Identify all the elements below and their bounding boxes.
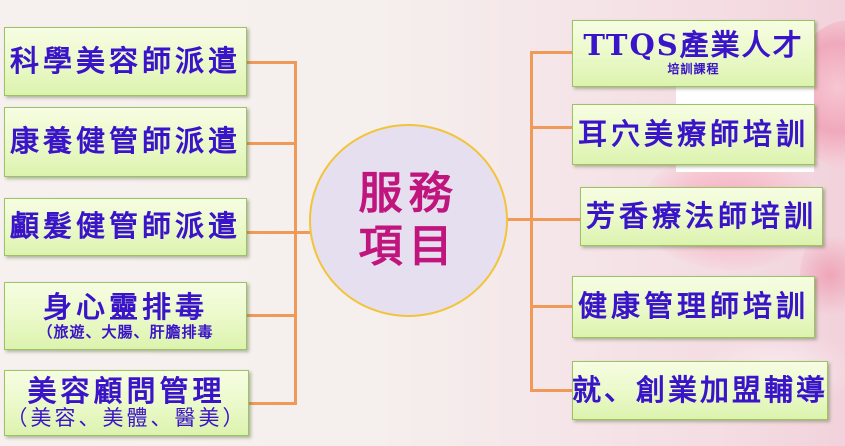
service-title: 顱髮健管師派遣 xyxy=(9,209,241,244)
service-title: 芳香療法師培訓 xyxy=(585,198,817,233)
right-branch-3 xyxy=(507,218,581,221)
right-branch-1 xyxy=(530,51,573,54)
service-subtitle: 培訓課程 xyxy=(667,62,720,77)
service-box-left-3: 顱髮健管師派遣 xyxy=(4,198,247,256)
service-box-right-5: 就、創業加盟輔導 xyxy=(572,361,828,420)
service-box-left-5: 美容顧問管理 （美容、美體、醫美） xyxy=(4,370,249,436)
right-branch-2 xyxy=(530,126,573,129)
service-box-right-1: TTQS產業人才 培訓課程 xyxy=(572,20,815,87)
right-branch-4 xyxy=(530,305,573,308)
service-box-left-1: 科學美容師派遣 xyxy=(4,27,247,96)
service-box-right-4: 健康管理師培訓 xyxy=(572,276,815,338)
service-box-left-2: 康養健管師派遣 xyxy=(4,107,247,177)
center-hub: 服務 項目 xyxy=(309,124,508,317)
service-title: 康養健管師派遣 xyxy=(9,124,241,159)
left-branch-2 xyxy=(247,142,297,145)
left-branch-1 xyxy=(247,61,297,64)
left-branch-5 xyxy=(247,402,297,405)
service-box-left-4: 身心靈排毒 （旅遊、大腸、肝膽排毒 xyxy=(4,282,247,350)
right-branch-5 xyxy=(530,389,573,392)
service-title: 科學美容師派遣 xyxy=(9,43,241,78)
service-title: 美容顧問管理 xyxy=(27,373,226,408)
service-title: 就、創業加盟輔導 xyxy=(572,372,829,407)
left-branch-4 xyxy=(247,314,297,317)
service-title: 健康管理師培訓 xyxy=(577,289,809,324)
service-title: 耳穴美療師培訓 xyxy=(577,116,809,151)
service-title: TTQS產業人才 xyxy=(583,28,804,63)
left-branch-3 xyxy=(247,231,297,234)
left-to-center xyxy=(294,231,310,234)
service-box-right-3: 芳香療法師培訓 xyxy=(580,187,823,246)
service-box-right-2: 耳穴美療師培訓 xyxy=(572,104,815,165)
service-subtitle: （旅遊、大腸、肝膽排毒 xyxy=(37,322,214,341)
center-title-line2: 項目 xyxy=(358,220,459,272)
service-title: 身心靈排毒 xyxy=(42,289,208,324)
right-spine xyxy=(530,51,533,391)
service-subtitle: （美容、美體、醫美） xyxy=(6,406,247,431)
center-title-line1: 服務 xyxy=(358,167,459,219)
